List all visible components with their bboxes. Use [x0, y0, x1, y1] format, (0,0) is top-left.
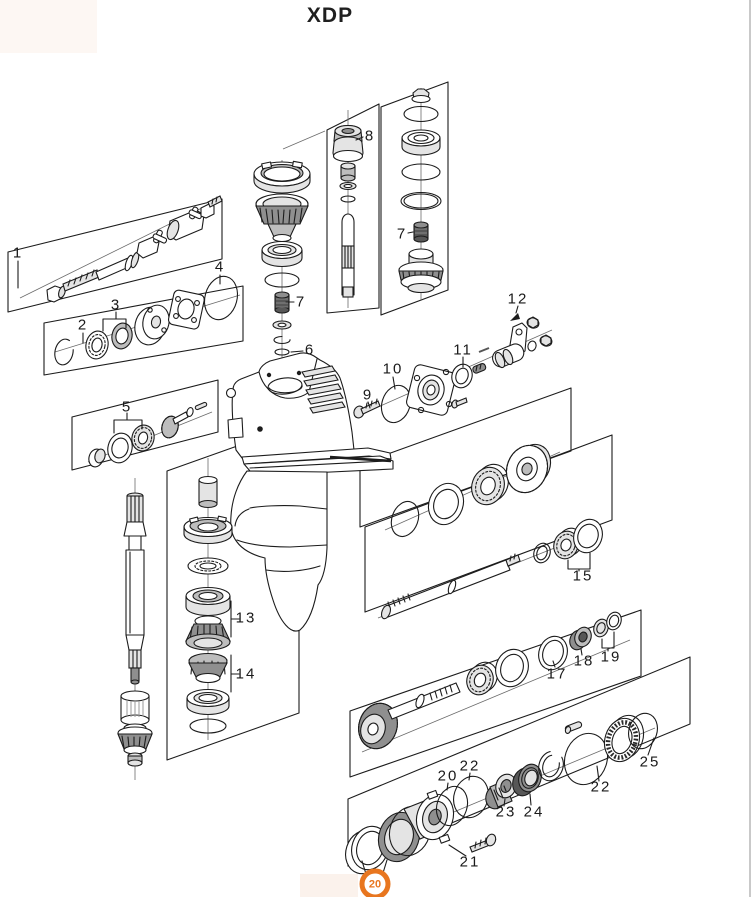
- group-box: [326, 103, 380, 314]
- callout-18[interactable]: 18: [573, 652, 595, 670]
- stack-left-column: [253, 160, 311, 356]
- group-box: [71, 379, 219, 471]
- callout-3[interactable]: 3: [110, 296, 122, 314]
- callout-23[interactable]: 23: [495, 803, 517, 821]
- driveshaft-column: [117, 492, 153, 767]
- callout-24[interactable]: 24: [523, 803, 545, 821]
- callout-8[interactable]: 8: [364, 127, 376, 145]
- driveshaft-assembly: [46, 195, 223, 303]
- water-pump-group: [353, 363, 487, 424]
- callout-20[interactable]: 20: [437, 767, 459, 785]
- callout-17[interactable]: 17: [546, 665, 568, 683]
- highlighted-callout[interactable]: 20: [359, 868, 391, 897]
- callout-7[interactable]: 7: [295, 293, 307, 311]
- callout-25[interactable]: 25: [639, 753, 661, 771]
- callout-1[interactable]: 1: [12, 244, 24, 262]
- forward-gear-group: [390, 443, 552, 538]
- callout-15[interactable]: 15: [572, 567, 594, 585]
- bearing-group-5: [88, 401, 208, 468]
- leader-lines: [17, 136, 655, 875]
- callout-4[interactable]: 4: [214, 258, 226, 276]
- gear-housing: [225, 352, 394, 632]
- group-box: [359, 387, 572, 528]
- callout-6[interactable]: 6: [304, 341, 316, 359]
- callout-22[interactable]: 22: [590, 778, 612, 796]
- stack-middle-column: [332, 124, 364, 298]
- background-tint-bottom: [300, 874, 358, 897]
- group-box: [364, 434, 613, 613]
- callout-2[interactable]: 2: [77, 316, 89, 334]
- callout-14[interactable]: 14: [235, 665, 257, 683]
- bearing-column: [183, 475, 233, 734]
- coupler-group: [54, 275, 239, 366]
- background-tint-topleft: [0, 0, 97, 53]
- callout-21[interactable]: 21: [459, 853, 481, 871]
- callout-10[interactable]: 10: [382, 360, 404, 378]
- propeller-shaft-group: [380, 518, 603, 620]
- callout-19[interactable]: 19: [600, 648, 622, 666]
- shift-linkage-group: [478, 316, 553, 369]
- callout-7[interactable]: 7: [396, 225, 408, 243]
- group-boxes: [7, 81, 691, 867]
- bearing-carrier-group: [345, 712, 658, 875]
- callout-13[interactable]: 13: [235, 609, 257, 627]
- callout-11[interactable]: 11: [453, 341, 473, 359]
- group-box: [7, 198, 223, 313]
- page-title: XDP: [306, 4, 354, 27]
- page-right-border: [749, 0, 751, 897]
- callout-5[interactable]: 5: [121, 398, 133, 416]
- callout-22[interactable]: 22: [459, 757, 481, 775]
- callout-9[interactable]: 9: [362, 386, 374, 404]
- stack-right-column: [398, 88, 444, 294]
- gear-shaft-group: [358, 611, 622, 750]
- callout-12[interactable]: 12: [507, 290, 529, 308]
